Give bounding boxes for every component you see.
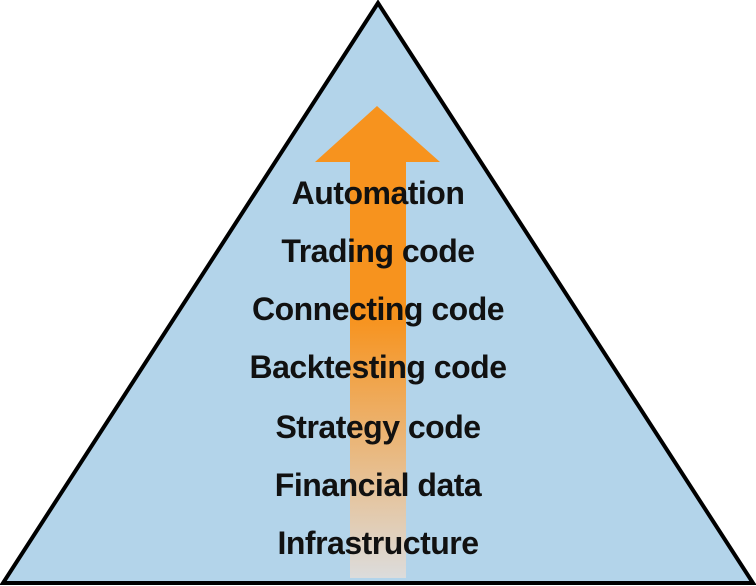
layer-label-connecting-code: Connecting code (252, 291, 504, 327)
layer-label-backtesting-code: Backtesting code (250, 349, 507, 385)
layer-label-trading-code: Trading code (281, 233, 474, 269)
up-arrow-icon (315, 106, 440, 578)
layer-label-automation: Automation (292, 175, 465, 211)
layer-label-strategy-code: Strategy code (275, 409, 480, 445)
layer-label-infrastructure: Infrastructure (277, 525, 478, 561)
layer-label-financial-data: Financial data (275, 467, 482, 503)
